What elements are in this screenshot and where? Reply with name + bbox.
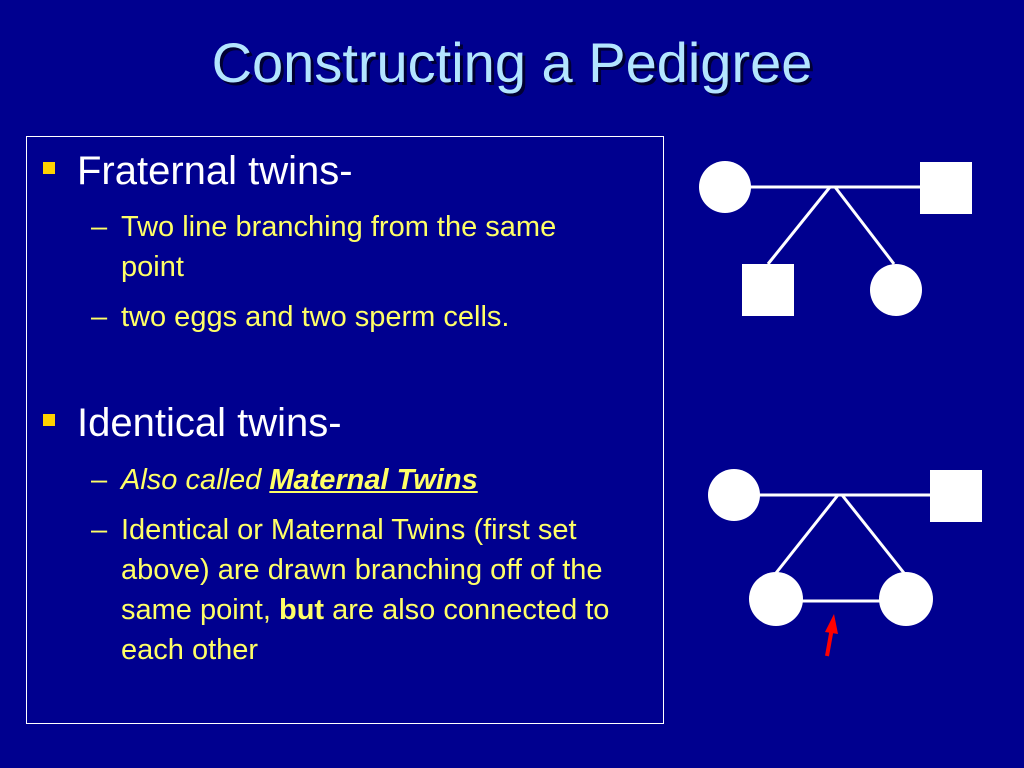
pedigree-diagrams bbox=[699, 161, 982, 657]
dash-marker: – bbox=[91, 464, 108, 496]
male-parent-icon bbox=[930, 470, 982, 522]
fraternal-twins-pedigree bbox=[699, 161, 972, 316]
sub-bullet-identical-description: – Identical or Maternal Twins (first set… bbox=[91, 510, 651, 670]
description-text-after: are also connected to each other bbox=[121, 594, 610, 666]
female-twin-icon bbox=[879, 572, 933, 626]
branch-line-right bbox=[833, 186, 896, 265]
square-bullet-icon bbox=[43, 162, 55, 174]
branch-line-left bbox=[766, 186, 832, 265]
sub-bullet-eggs-sperm: – two eggs and two sperm cells. bbox=[91, 297, 651, 337]
female-child-icon bbox=[870, 264, 922, 316]
male-child-icon bbox=[742, 264, 794, 316]
content-box: Fraternal twins- – Two line branching fr… bbox=[26, 136, 664, 724]
female-parent-icon bbox=[699, 161, 751, 213]
maternal-twins-term: Maternal Twins bbox=[269, 464, 478, 496]
identical-twins-pedigree bbox=[708, 469, 982, 626]
description-text-before: Identical or Maternal Twins (first set a… bbox=[121, 514, 603, 626]
also-called-text: Also called bbox=[121, 464, 262, 496]
female-twin-icon bbox=[749, 572, 803, 626]
female-parent-icon bbox=[708, 469, 760, 521]
dash-marker: – bbox=[91, 301, 108, 333]
bullet-identical-twins: Identical twins- bbox=[43, 401, 342, 445]
description-bold-word: but bbox=[278, 594, 325, 626]
sub-bullet-branching: – Two line branching from the same point bbox=[91, 207, 611, 287]
bullet-label: Identical twins- bbox=[77, 401, 342, 445]
bullet-label: Fraternal twins- bbox=[77, 149, 353, 193]
branch-line-right bbox=[840, 494, 906, 574]
male-parent-icon bbox=[920, 162, 972, 214]
dash-marker: – bbox=[91, 514, 108, 546]
slide-title: Constructing a Pedigree bbox=[211, 31, 813, 94]
square-bullet-icon bbox=[43, 414, 55, 426]
red-arrow-icon bbox=[825, 614, 838, 657]
sub-bullet-also-called: – Also called Maternal Twins bbox=[91, 460, 651, 500]
branch-line-left bbox=[774, 494, 840, 574]
sub-bullet-text: two eggs and two sperm cells. bbox=[121, 301, 510, 333]
dash-marker: – bbox=[91, 211, 108, 243]
sub-bullet-text: Two line branching from the same point bbox=[121, 211, 557, 283]
bullet-fraternal-twins: Fraternal twins- bbox=[43, 149, 353, 193]
